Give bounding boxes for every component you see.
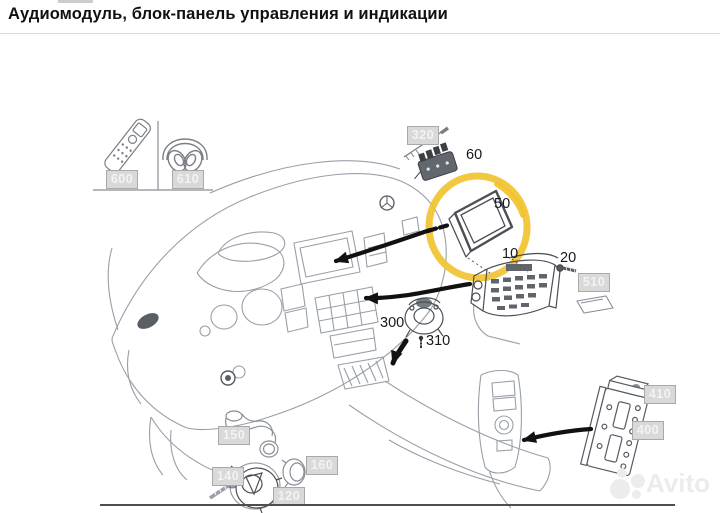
card-510-sketch — [576, 295, 614, 314]
arrow-to-rear-console — [521, 426, 594, 443]
part-number-60: 60 — [466, 147, 483, 163]
part-label-600: 600 — [106, 170, 138, 189]
dashboard-sketch — [107, 160, 551, 509]
part-label-150: 150 — [218, 426, 250, 445]
arrow-to-console-tray — [390, 338, 409, 366]
part-label-160: 160 — [306, 456, 338, 475]
watermark-brand-text: Avito — [646, 468, 711, 498]
title-divider — [0, 33, 720, 34]
display-50-sketch — [448, 189, 514, 258]
part-number-310: 310 — [426, 333, 451, 349]
headphones-610-sketch — [162, 138, 208, 173]
speaker-300-sketch — [404, 297, 444, 338]
page-title: Аудиомодуль, блок-панель управления и ин… — [8, 5, 448, 23]
bottom-divider — [100, 504, 675, 506]
top-edge-artifact — [58, 0, 93, 3]
part-label-610: 610 — [172, 170, 204, 189]
pointer-arrows — [333, 223, 594, 443]
part-number-20: 20 — [560, 250, 577, 266]
part-label-510: 510 — [578, 273, 610, 292]
part-label-410: 410 — [644, 385, 676, 404]
connector-60-sketch — [414, 142, 458, 181]
catalog-frame-lines — [93, 121, 213, 191]
avito-logo-icon — [610, 479, 630, 499]
part-number-10: 10 — [502, 246, 519, 262]
remote-control-600-sketch — [104, 118, 151, 173]
amplifier-400-sketch — [579, 375, 649, 477]
part-number-50: 50 — [494, 196, 511, 212]
arrow-to-center-display — [333, 227, 433, 264]
avito-watermark: Avito — [600, 464, 718, 506]
arrow-to-control-panel — [363, 281, 473, 305]
screw-310-icon — [418, 335, 424, 348]
dashboard-dark-details — [137, 195, 395, 386]
part-label-140: 140 — [212, 467, 244, 486]
part-number-300: 300 — [380, 315, 405, 331]
part-label-400: 400 — [632, 421, 664, 440]
leader-lines — [467, 257, 529, 274]
part-label-320: 320 — [407, 126, 439, 145]
ring-160-sketch — [281, 458, 306, 488]
screw-20-icon — [556, 264, 577, 274]
